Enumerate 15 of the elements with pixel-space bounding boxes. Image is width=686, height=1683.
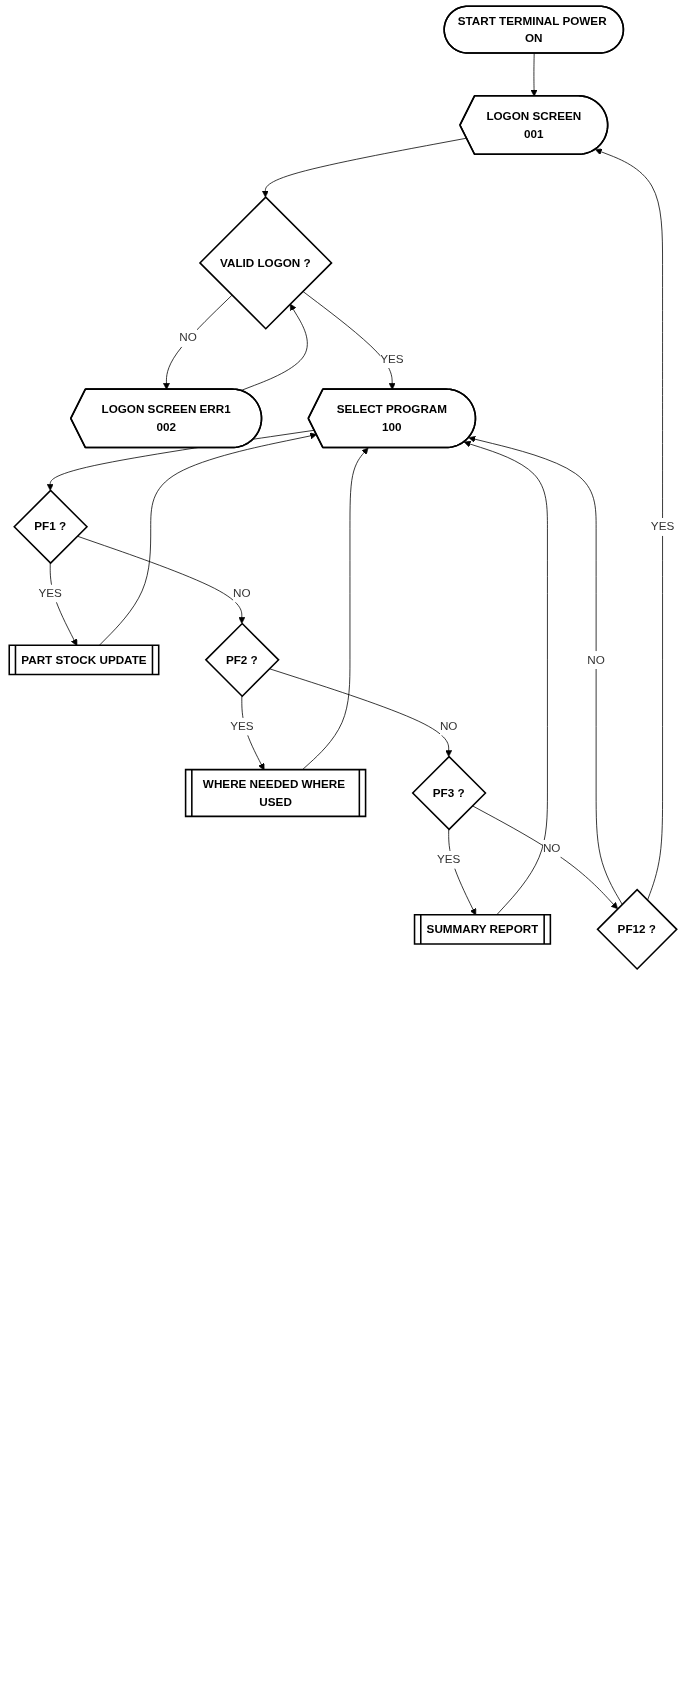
edge-label: NO <box>542 841 561 855</box>
edge-label: NO <box>233 586 251 600</box>
node-diamond: PF12 ? <box>596 888 678 971</box>
edge-label: NO <box>439 719 458 733</box>
edge-label: YES <box>650 519 675 533</box>
edge-label: YES <box>38 586 62 600</box>
node-diamond: PF3 ? <box>411 755 487 831</box>
node-diamond: PF1 ? <box>13 489 89 565</box>
edge-label: NO <box>179 330 197 344</box>
edge-label: YES <box>230 719 254 733</box>
edge-label: YES <box>437 852 461 866</box>
node-diamond: PF2 ? <box>204 622 280 698</box>
edge-label: YES <box>380 351 404 365</box>
node-diamond: VALID LOGON ? <box>198 196 333 330</box>
edge-label: NO <box>587 652 605 666</box>
